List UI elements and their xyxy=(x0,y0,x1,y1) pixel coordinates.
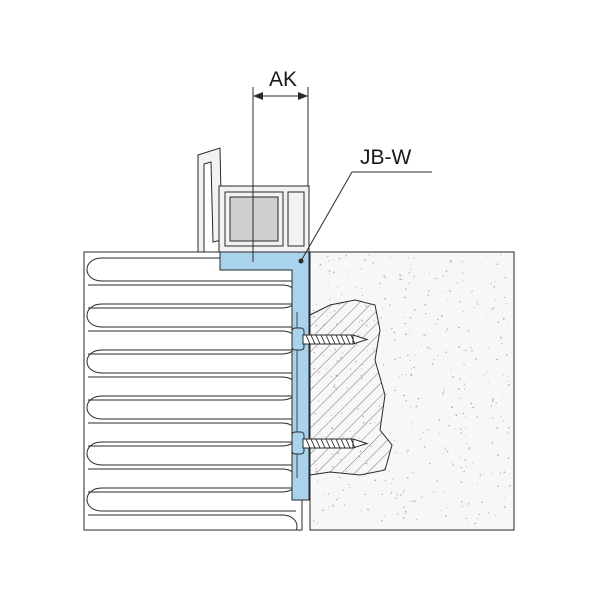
screw-upper xyxy=(291,327,369,351)
screw-lower xyxy=(291,431,369,455)
frame-lip xyxy=(197,147,223,253)
masonry-wall xyxy=(309,251,515,531)
insulation-layer xyxy=(83,251,303,531)
window-frame xyxy=(197,147,310,253)
jb-w-label: JB-W xyxy=(360,146,412,169)
jb-w-profile-body xyxy=(219,251,310,501)
ak-dimension-label: AK xyxy=(269,68,297,91)
ak-dimension: AK xyxy=(252,68,309,262)
anchor-hatch-zone xyxy=(309,299,393,476)
jb-w-leader: JB-W xyxy=(298,146,432,264)
insulation-outline xyxy=(83,251,303,531)
glass-pane xyxy=(229,196,279,242)
